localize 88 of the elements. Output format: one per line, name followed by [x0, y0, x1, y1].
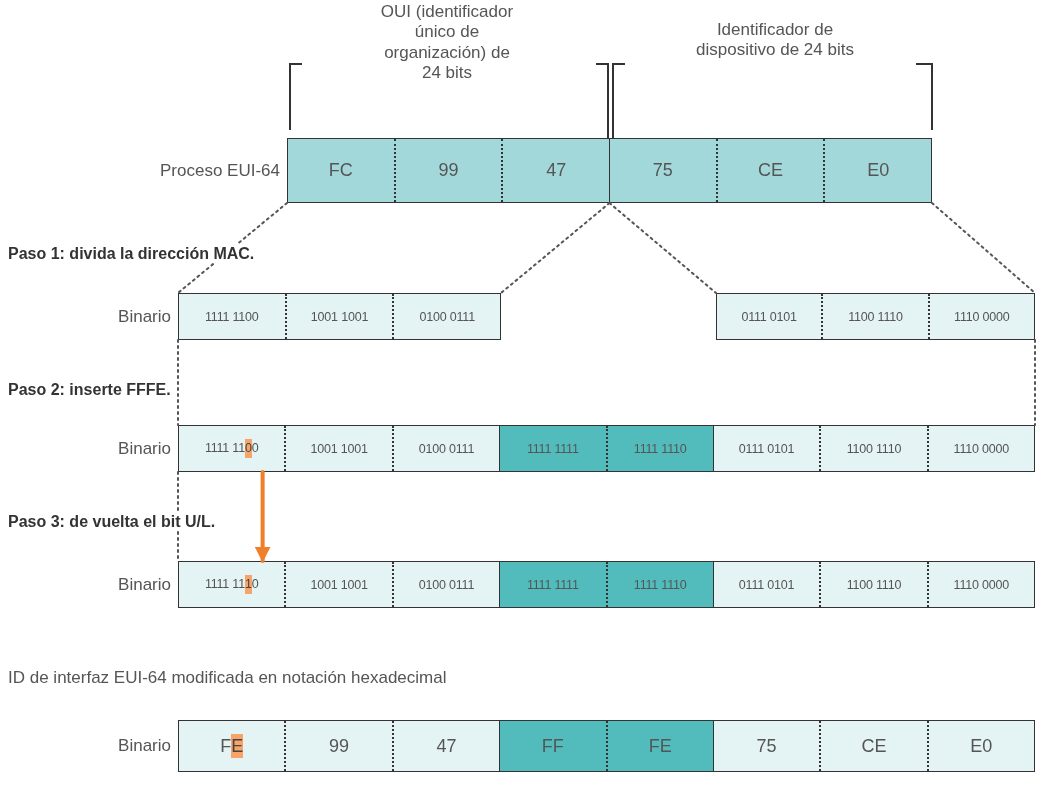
cell — [284, 426, 392, 471]
cell-text: 0111 0101 — [738, 577, 795, 592]
cell-text: FC — [328, 160, 353, 181]
section-heading: ID de interfaz EUI-64 modificada en notación hexadecimal — [8, 668, 447, 689]
cell — [179, 562, 285, 607]
cell-text: 47 — [546, 160, 567, 181]
cell — [926, 562, 1034, 607]
cell — [499, 562, 606, 607]
cell — [609, 139, 716, 202]
cell-text: CE — [861, 735, 887, 757]
cell — [605, 426, 713, 471]
cell-text: E0 — [867, 160, 890, 181]
cell — [926, 721, 1034, 771]
cell — [605, 721, 713, 771]
row-label: Proceso EUI-64 — [160, 160, 280, 181]
dotted-line — [177, 471, 179, 562]
cell — [927, 294, 1034, 339]
cell — [717, 294, 822, 339]
cell-text: 1111 1110 — [633, 441, 687, 456]
cell-text: 1100 1110 — [846, 577, 902, 592]
cell-text: 99 — [329, 735, 350, 757]
cell — [391, 721, 500, 771]
cell — [284, 562, 392, 607]
row-label: Binario — [118, 736, 171, 756]
cell-text: 1001 1001 — [310, 309, 369, 324]
cell — [819, 721, 927, 771]
cell — [284, 294, 393, 339]
cell — [288, 139, 394, 202]
cell-text: FF — [541, 735, 564, 757]
cell-text: 75 — [756, 735, 777, 757]
cell-text: 1111 1110 — [633, 577, 687, 592]
cell — [821, 294, 928, 339]
arrow — [254, 470, 271, 563]
cell-text: 1100 1110 — [848, 309, 903, 324]
cell-text: 1111 1100 — [205, 309, 259, 324]
step-heading: Paso 1: divida la dirección MAC. — [8, 244, 255, 264]
cell — [819, 426, 927, 471]
cell-text: E0 — [970, 735, 993, 757]
dotted-line — [177, 202, 288, 294]
row-label: Binario — [118, 306, 171, 327]
cell — [499, 426, 606, 471]
cell — [712, 426, 820, 471]
cell — [926, 426, 1034, 471]
cell-text: 0111 0101 — [741, 309, 797, 324]
cell — [391, 426, 500, 471]
cell-text: 1100 1110 — [846, 441, 902, 456]
dotted-line — [608, 202, 717, 294]
bracket-label: Identificador de dispositivo de 24 bits — [695, 20, 855, 61]
cell-text: FE — [648, 735, 672, 757]
cell-text: 1110 0000 — [953, 441, 1010, 456]
cell — [179, 426, 285, 471]
cell-text: FE — [220, 734, 244, 758]
cell-text: 1110 0000 — [953, 577, 1010, 592]
cell-text: 0100 0111 — [418, 441, 475, 456]
cell — [712, 721, 820, 771]
cell — [501, 139, 609, 202]
dotted-line — [500, 202, 611, 294]
cell — [823, 139, 931, 202]
row-label: Binario — [118, 574, 171, 595]
dotted-line — [1034, 339, 1036, 426]
cell-text: CE — [758, 160, 784, 181]
cell — [392, 294, 500, 339]
step-heading: Paso 3: de vuelta el bit U/L. — [8, 512, 216, 532]
cell — [715, 139, 824, 202]
cell-text: 1110 0000 — [954, 309, 1010, 324]
cell-text: 1111 1111 — [526, 577, 579, 592]
cell — [179, 294, 285, 339]
dotted-line — [177, 339, 179, 426]
cell-text: 1001 1001 — [310, 577, 368, 592]
cell-text: 0111 0101 — [738, 441, 795, 456]
cell-text: 75 — [652, 160, 673, 181]
cell — [499, 721, 606, 771]
cell-text: 0100 0111 — [419, 309, 475, 324]
cell — [712, 562, 820, 607]
cell-text: 99 — [438, 160, 459, 181]
cell — [284, 721, 392, 771]
cell — [605, 562, 713, 607]
row-label: Binario — [118, 438, 171, 459]
bracket-label: OUI (identificador único de organización) de 24 bits — [379, 2, 515, 84]
cell — [179, 721, 285, 771]
cell — [393, 139, 502, 202]
cell — [391, 562, 500, 607]
cell — [819, 562, 927, 607]
cell-text: 1111 1111 — [526, 441, 579, 456]
cell-text: 47 — [436, 735, 457, 757]
dotted-line — [931, 202, 1036, 294]
cell-text: 0100 0111 — [418, 577, 475, 592]
cell-text: 1001 1001 — [310, 441, 368, 456]
